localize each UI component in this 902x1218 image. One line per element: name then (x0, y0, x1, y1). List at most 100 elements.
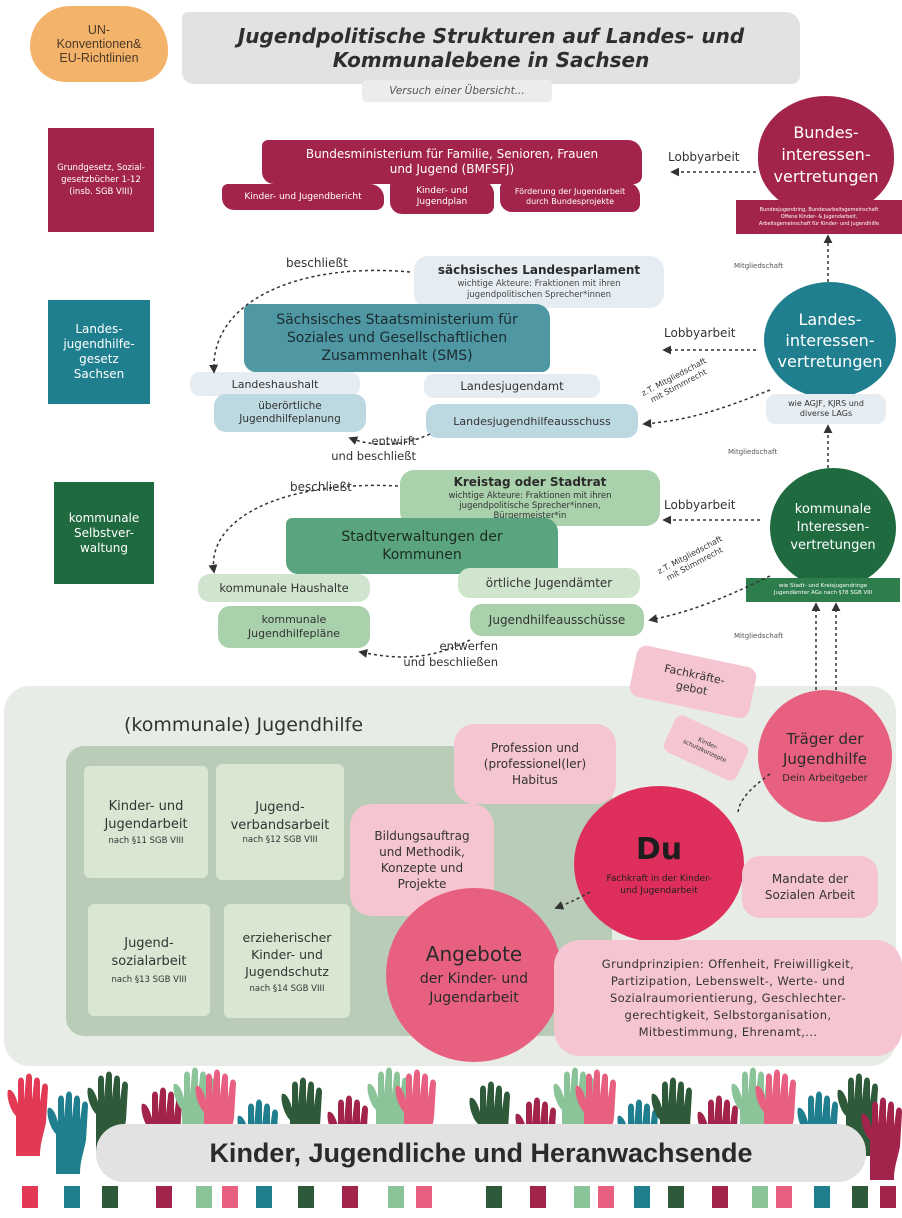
youth-plan: Kinder- und Jugendplan (390, 180, 494, 214)
state-planning-label: überörtliche Jugendhilfeplanung (239, 400, 341, 425)
youth-help-title: (kommunale) Jugendhilfe (124, 714, 364, 736)
municipal-law-label: kommunale Selbstver- waltung (68, 510, 140, 555)
arrow-municipal-membership-vote (648, 575, 771, 623)
state-interest-circle: Landes- interessen- vertretungen (764, 282, 896, 398)
profession-bubble: Profession und (professionel(ler) Habitu… (454, 724, 616, 804)
state-budget: Landeshaushalt (190, 372, 360, 396)
box-social-work-title: Jugend- sozialarbeit (111, 936, 187, 969)
arrow-du-to-offers (554, 891, 591, 910)
principles-bubble: Grundprinzipien: Offenheit, Freiwilligke… (554, 940, 902, 1056)
federal-interest-note-box: Bundesjugendring, Bundesarbeitsgemeinsch… (736, 200, 902, 234)
carrier-sub: Dein Arbeitgeber (782, 772, 868, 784)
federal-interest-circle: Bundes- interessen- vertretungen (758, 96, 894, 214)
principles-label: Grundprinzipien: Offenheit, Freiwilligke… (601, 956, 855, 1039)
un-conventions-cloud: UN- Konventionen& EU-Richtlinien (30, 6, 168, 82)
arrow-municipal-drafts (358, 639, 471, 658)
arm-bars (22, 1186, 896, 1208)
education-bubble: Bildungsauftrag und Methodik, Konzepte u… (350, 804, 494, 916)
federal-interest-label: Bundes- interessen- vertretungen (773, 123, 879, 186)
state-decides-label: beschließt (286, 256, 348, 270)
mandate-bubble: Mandate der Sozialen Arbeit (742, 856, 878, 918)
box-association-work: Jugend- verbandsarbeit nach §12 SGB VIII (216, 764, 344, 880)
arrow-state-membership-vote (642, 389, 771, 428)
arrow-carrier-to-du (737, 773, 771, 813)
box-association-work-title: Jugend- verbandsarbeit (230, 800, 330, 833)
carrier-label: Träger der Jugendhilfe (782, 729, 868, 768)
municipal-decides-label: beschließt (290, 480, 352, 494)
municipal-committees-label: Jugendhilfeausschüsse (488, 613, 626, 627)
municipal-offices: örtliche Jugendämter (458, 568, 640, 598)
state-parliament: sächsisches Landesparlament wichtige Akt… (414, 256, 664, 308)
municipal-plans: kommunale Jugendhilfepläne (218, 606, 370, 648)
federal-membership-label: Mitgliedschaft (734, 262, 784, 270)
state-law-box: Landes- jugendhilfe- gesetz Sachsen (48, 300, 150, 404)
municipal-council-label: Kreistag oder Stadtrat (453, 475, 607, 489)
page-title: Jugendpolitische Strukturen auf Landes- … (237, 24, 745, 72)
box-youth-work-title: Kinder- und Jugendarbeit (104, 799, 188, 832)
municipal-admin: Stadtverwaltungen der Kommunen (286, 518, 558, 574)
municipal-committees: Jugendhilfeausschüsse (470, 604, 644, 636)
federal-ministry-label: Bundesministerium für Familie, Senioren,… (305, 147, 599, 176)
mandate-label: Mandate der Sozialen Arbeit (764, 872, 856, 902)
federal-interest-note: Bundesjugendring, Bundesarbeitsgemeinsch… (758, 206, 880, 227)
state-ministry-label: Sächsisches Staatsministerium für Sozial… (276, 312, 518, 364)
du-sub: Fachkraft in der Kinder- und Jugendarbei… (606, 873, 712, 896)
un-conventions-label: UN- Konventionen& EU-Richtlinien (56, 23, 142, 65)
municipal-interest-circle: kommunale Interessen- vertretungen (770, 468, 896, 588)
state-interest-note-box: wie AGJF, KJRS und diverse LAGs (766, 394, 886, 424)
box-social-work-sub: nach §13 SGB VIII (111, 975, 187, 985)
carrier-circle: Träger der Jugendhilfe Dein Arbeitgeber (758, 690, 892, 822)
municipal-budgets-label: kommunale Haushalte (219, 581, 349, 595)
state-youth-office-label: Landesjugendamt (460, 379, 564, 393)
box-association-work-sub: nach §12 SGB VIII (242, 835, 318, 845)
municipal-interest-label: kommunale Interessen- vertretungen (790, 502, 876, 553)
arrow-municipal-decides (208, 484, 399, 574)
profession-label: Profession und (professionel(ler) Habitu… (483, 741, 587, 787)
federal-law-label: Grundgesetz, Sozial- gesetzbücher 1-12 (… (57, 163, 145, 197)
federal-law-box: Grundgesetz, Sozial- gesetzbücher 1-12 (… (48, 128, 154, 232)
state-membership-label: Mitgliedschaft (728, 448, 778, 456)
box-social-work: Jugend- sozialarbeit nach §13 SGB VIII (88, 904, 210, 1016)
municipal-membership-label: Mitgliedschaft (734, 632, 784, 640)
state-ministry: Sächsisches Staatsministerium für Sozial… (244, 304, 550, 372)
state-law-label: Landes- jugendhilfe- gesetz Sachsen (63, 322, 135, 381)
state-interest-label: Landes- interessen- vertretungen (777, 309, 883, 371)
du-circle: Du Fachkraft in der Kinder- und Jugendar… (574, 786, 744, 942)
municipal-law-box: kommunale Selbstver- waltung (54, 482, 154, 584)
municipal-council: Kreistag oder Stadtrat wichtige Akteure:… (400, 470, 660, 526)
state-drafts-label: entwirft und beschließt (331, 434, 416, 463)
offers-sub: der Kinder- und Jugendarbeit (419, 971, 529, 1006)
state-budget-label: Landeshaushalt (231, 377, 319, 391)
state-parliament-note: wichtige Akteure: Fraktionen mit ihren j… (457, 279, 621, 300)
target-group-label: Kinder, Jugendliche und Heranwachsende (209, 1137, 753, 1168)
state-parliament-label: sächsisches Landesparlament (437, 263, 641, 277)
state-committee-label: Landesjugendhilfeausschuss (453, 414, 611, 428)
state-planning: überörtliche Jugendhilfeplanung (214, 394, 366, 432)
du-label: Du (635, 831, 683, 867)
hand-icon (47, 1091, 88, 1174)
box-youth-protection-title: erzieherischer Kinder- und Jugendschutz (242, 929, 332, 979)
offers-title: Angebote (425, 942, 523, 966)
municipal-council-note: wichtige Akteure: Fraktionen mit ihren j… (448, 491, 612, 521)
federal-funding: Förderung der Jugendarbeit durch Bundesp… (500, 182, 640, 212)
municipal-plans-label: kommunale Jugendhilfepläne (247, 613, 341, 640)
youth-report: Kinder- und Jugendbericht (222, 184, 384, 210)
state-interest-note: wie AGJF, KJRS und diverse LAGs (788, 399, 864, 418)
subtitle-box: Versuch einer Übersicht... (362, 80, 552, 102)
municipal-interest-note: wie Stadt- und Kreisjugendringe Jugendäm… (773, 583, 873, 596)
municipal-drafts-label: entwerfen und beschließen (403, 639, 498, 669)
state-committee: Landesjugendhilfeausschuss (426, 404, 638, 438)
target-group-banner: Kinder, Jugendliche und Heranwachsende (96, 1124, 866, 1182)
education-label: Bildungsauftrag und Methodik, Konzepte u… (374, 829, 470, 891)
title-banner: Jugendpolitische Strukturen auf Landes- … (182, 12, 800, 84)
municipal-offices-label: örtliche Jugendämter (485, 576, 613, 590)
youth-report-label: Kinder- und Jugendbericht (244, 192, 362, 202)
federal-funding-label: Förderung der Jugendarbeit durch Bundesp… (514, 187, 626, 206)
offers-circle: Angebote der Kinder- und Jugendarbeit (386, 888, 562, 1062)
municipal-lobby-label: Lobbyarbeit (664, 498, 736, 512)
municipal-interest-note-box: wie Stadt- und Kreisjugendringe Jugendäm… (746, 578, 900, 602)
box-youth-work: Kinder- und Jugendarbeit nach §11 SGB VI… (84, 766, 208, 878)
federal-ministry: Bundesministerium für Familie, Senioren,… (262, 140, 642, 184)
